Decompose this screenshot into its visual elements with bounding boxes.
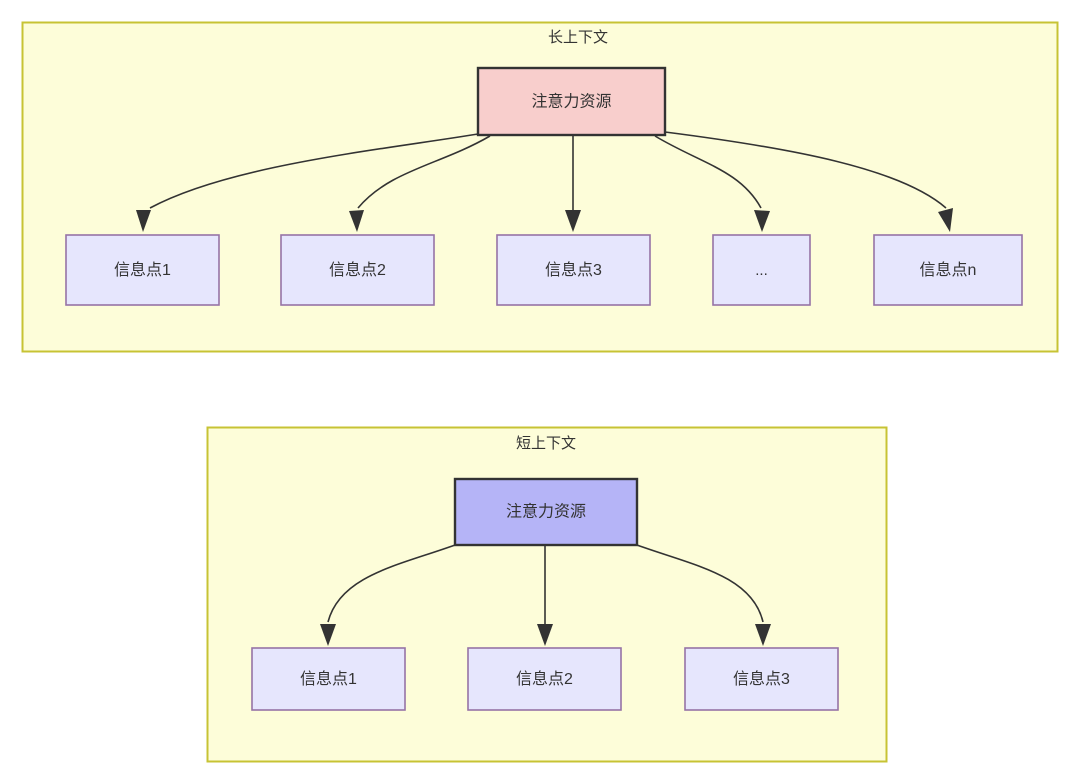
node-attention-resource-long-label: 注意力资源 [531, 92, 611, 111]
node-short-info-point-2[interactable]: 信息点2 [467, 647, 622, 711]
node-info-point-3-label: 信息点3 [545, 261, 602, 279]
node-info-point-1[interactable]: 信息点1 [65, 234, 220, 306]
node-attention-resource-long-box[interactable] [476, 66, 667, 137]
node-short-info-point-1-label: 信息点1 [300, 670, 357, 688]
node-info-point-2-box[interactable] [280, 234, 435, 306]
node-info-point-2[interactable]: 信息点2 [280, 234, 435, 306]
panel-long-context: 长上下文 注意 [21, 21, 1059, 353]
edge-root-to-info-2 [357, 135, 491, 209]
node-attention-resource-short-label: 注意力资源 [506, 502, 586, 521]
node-info-point-1-label: 信息点1 [114, 261, 171, 279]
node-short-info-point-3-label: 信息点3 [733, 670, 790, 688]
node-attention-resource-short[interactable]: 注意力资源 [453, 477, 639, 547]
arrowhead-info-1 [136, 210, 151, 232]
arrowhead-info-2 [349, 210, 364, 232]
edge-root-to-info-n [664, 131, 947, 209]
node-info-point-ellipsis-box[interactable] [712, 234, 811, 306]
node-info-point-n-box[interactable] [873, 234, 1023, 306]
node-short-info-point-2-label: 信息点2 [516, 670, 573, 688]
node-short-info-point-2-box[interactable] [467, 647, 622, 711]
node-attention-resource-long[interactable]: 注意力资源 [476, 66, 667, 137]
edges-long-context [136, 131, 953, 232]
arrowhead-short-info-1 [320, 624, 336, 646]
edge-root-to-info-1 [149, 133, 479, 209]
node-short-info-point-1-box[interactable] [251, 647, 406, 711]
node-short-info-point-1[interactable]: 信息点1 [251, 647, 406, 711]
node-short-info-point-3-box[interactable] [684, 647, 839, 711]
edge-short-root-to-info-1 [327, 544, 456, 623]
node-info-point-3[interactable]: 信息点3 [496, 234, 651, 306]
node-info-point-ellipsis[interactable]: ... [712, 234, 811, 306]
arrowhead-info-ellipsis [754, 210, 770, 232]
node-info-point-n[interactable]: 信息点n [873, 234, 1023, 306]
node-attention-resource-short-box[interactable] [453, 477, 639, 547]
node-info-point-1-box[interactable] [65, 234, 220, 306]
arrowhead-info-3 [565, 210, 581, 232]
arrowhead-short-info-2 [537, 624, 553, 646]
arrowhead-info-n [938, 208, 953, 232]
node-info-point-3-box[interactable] [496, 234, 651, 306]
node-short-info-point-3[interactable]: 信息点3 [684, 647, 839, 711]
edges-short-context [320, 544, 771, 646]
node-info-point-n-label: 信息点n [920, 261, 977, 279]
edge-short-root-to-info-3 [636, 544, 764, 623]
node-info-point-2-label: 信息点2 [329, 261, 386, 279]
panel-long-context-title: 长上下文 [548, 29, 608, 46]
node-info-point-ellipsis-label: ... [755, 262, 768, 279]
panel-short-context-background [206, 426, 888, 763]
arrowhead-short-info-3 [755, 624, 771, 646]
edge-root-to-info-ellipsis [654, 135, 762, 209]
panel-short-context-title: 短上下文 [516, 435, 576, 452]
panel-short-context: 短上下文 注意力资源 信息点1 [206, 426, 888, 763]
